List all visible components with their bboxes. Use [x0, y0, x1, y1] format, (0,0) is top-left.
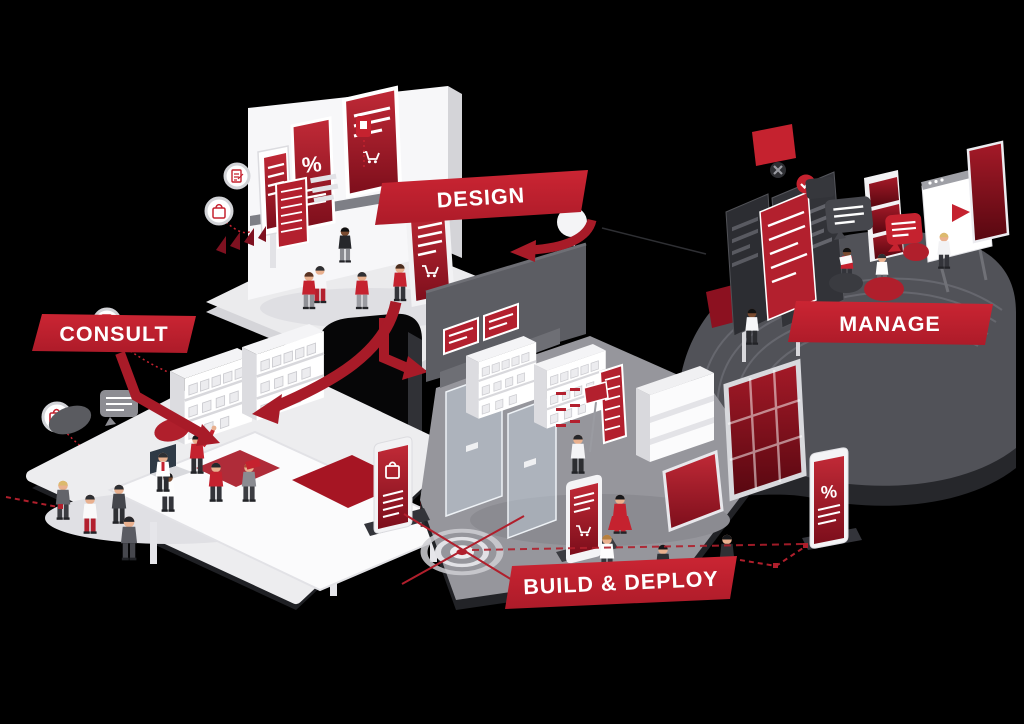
wall-sign — [443, 302, 519, 356]
document-icon — [223, 162, 251, 190]
small-red-banner — [752, 124, 796, 166]
play-icon — [952, 204, 970, 222]
menu-board — [274, 176, 310, 250]
target-icon — [401, 513, 525, 587]
cart-poster — [341, 85, 403, 199]
consult-area — [26, 322, 468, 610]
connector-lines — [5, 496, 808, 568]
dashboard-screens — [725, 171, 845, 362]
arrow-ribbon-icon — [269, 300, 402, 414]
signal-icon — [356, 116, 371, 168]
red-dress-skirt — [608, 516, 632, 530]
consult-banner[interactable]: CONSULT — [32, 314, 196, 353]
speech-bubble-icon — [885, 212, 923, 252]
manage-banner-label: MANAGE — [839, 312, 941, 336]
sign-paddle — [583, 381, 609, 453]
consult-banner-label: CONSULT — [59, 322, 168, 346]
build-deploy-banner[interactable]: BUILD & DEPLOY — [505, 556, 737, 609]
store-area: % — [5, 242, 862, 610]
red-display-panel — [966, 140, 1010, 244]
design-banner-label: DESIGN — [436, 183, 526, 212]
red-chair — [903, 243, 929, 261]
percent-icon: % — [301, 151, 323, 178]
planogram-strip — [598, 363, 628, 445]
hand — [211, 425, 217, 431]
arrow-ribbon-icon — [115, 351, 209, 441]
storefront-window — [723, 358, 807, 502]
ribbon-arrows — [115, 218, 597, 446]
stage-banners: CONSULT DESIGN BUILD & DEPLOY MANAGE — [32, 170, 993, 609]
design-banner[interactable]: DESIGN — [375, 170, 588, 225]
shelf-labels — [556, 388, 580, 427]
percent-icon: % — [820, 481, 838, 503]
flag-row — [216, 226, 266, 254]
shopping-bag-icon — [204, 196, 234, 226]
red-beanbag — [864, 277, 904, 301]
arrow-ribbon-icon — [529, 218, 597, 255]
wall-notes — [310, 173, 339, 203]
ink-splash — [48, 405, 92, 435]
percent-kiosk: % — [802, 447, 862, 550]
red-tie — [161, 462, 165, 471]
manage-banner[interactable]: MANAGE — [788, 301, 993, 345]
wall-top-edge — [425, 242, 587, 294]
speech-bubble-icon — [805, 176, 874, 240]
close-icon — [770, 162, 786, 178]
carried-screen — [662, 449, 724, 533]
speech-bubble-icon — [100, 390, 138, 426]
red-folder — [245, 458, 261, 470]
manage-equipment — [706, 124, 1010, 362]
beanbag — [829, 273, 863, 293]
laptop — [839, 254, 853, 266]
cart-kiosk — [556, 474, 618, 564]
